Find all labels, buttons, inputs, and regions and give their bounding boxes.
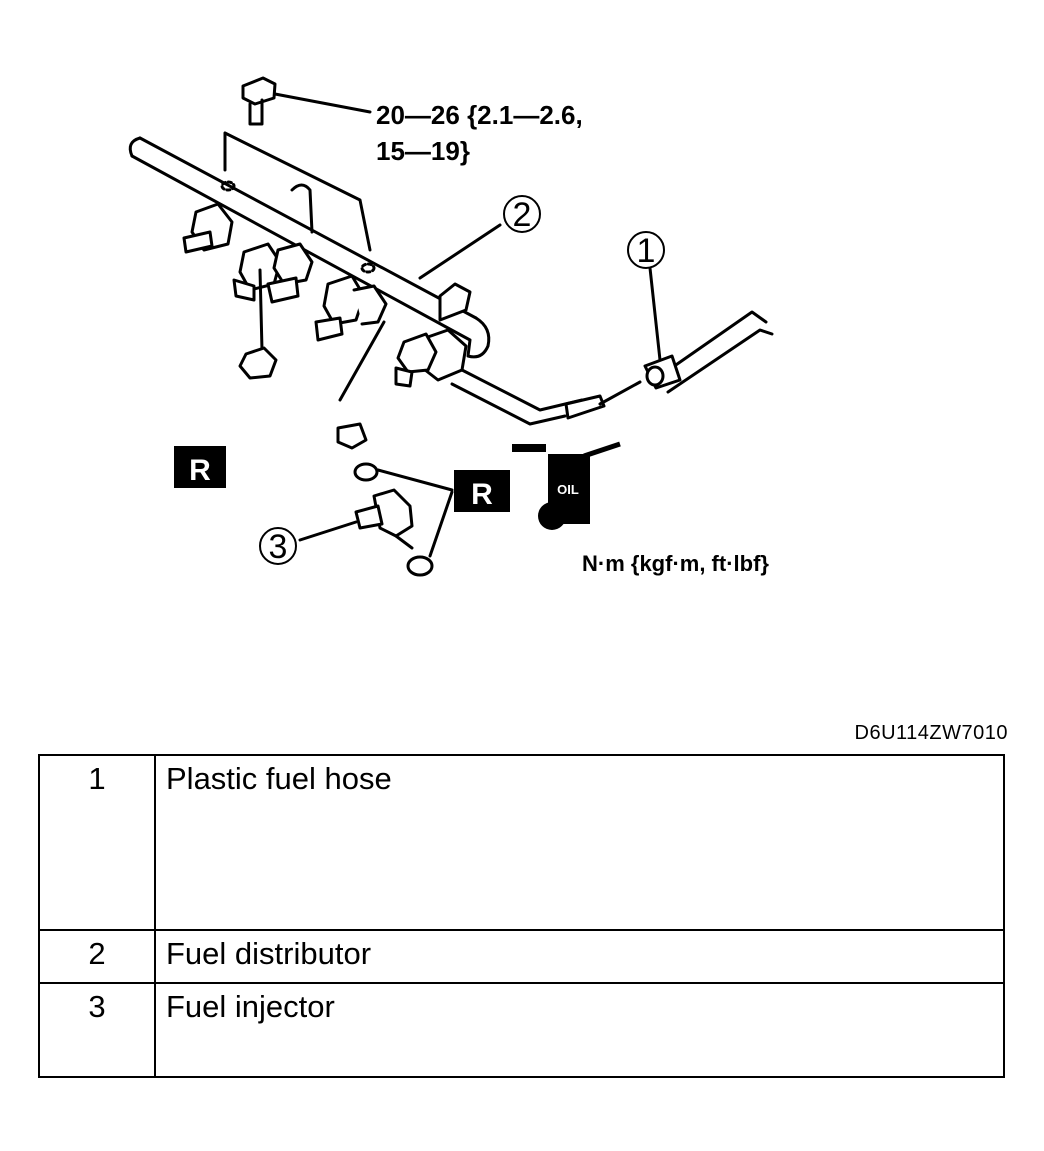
table-row: 2 Fuel distributor (38, 929, 1005, 984)
installed-injector-icon (182, 202, 234, 254)
callout-1: 1 (627, 231, 665, 270)
oil-can-icon: OIL (512, 441, 621, 530)
table-row: 1 Plastic fuel hose (38, 754, 1005, 931)
part-number: 2 (38, 929, 156, 984)
installed-injector-icon (232, 242, 282, 352)
callout-1-leader (648, 266, 662, 362)
svg-text:3: 3 (269, 528, 288, 566)
table-row: 3 Fuel injector (38, 982, 1005, 1078)
torque-spec-line1: 20—26 {2.1—2.6, (376, 100, 583, 130)
callout-2: 2 (503, 195, 541, 234)
installed-injector-icon (394, 332, 438, 388)
o-ring-icon (353, 462, 379, 482)
torque-units: N·m {kgf·m, ft·lbf} (582, 551, 769, 576)
figure-code: D6U114ZW7010 (854, 722, 1008, 744)
callout-3: 3 (259, 527, 297, 566)
svg-text:R: R (189, 454, 211, 487)
replace-badge: R (174, 446, 226, 488)
part-number: 3 (38, 982, 156, 1078)
svg-text:R: R (471, 478, 493, 511)
installed-injector-icon (314, 274, 388, 342)
svg-text:OIL: OIL (557, 482, 579, 497)
callout-3-leader (298, 520, 358, 542)
insulator-icon (238, 346, 278, 380)
installed-injector-icon (266, 242, 314, 304)
replace-badge: R (454, 470, 510, 512)
svg-text:1: 1 (637, 232, 656, 270)
part-name: Plastic fuel hose (154, 754, 1005, 931)
explode-line (338, 320, 386, 402)
o-ring-icon (406, 555, 434, 577)
part-name: Fuel distributor (154, 929, 1005, 984)
torque-leader-line (273, 92, 372, 114)
part-name: Fuel injector (154, 982, 1005, 1078)
callout-2-leader (418, 223, 502, 280)
injector-clip-icon (336, 422, 368, 450)
part-number: 1 (38, 754, 156, 931)
fuel-injector-icon (354, 488, 414, 550)
fuel-rail-diagram: 20—26 {2.1—2.6, 15—19} N·m {kgf·m, ft·lb… (128, 76, 774, 577)
plastic-fuel-hose-icon (598, 310, 774, 406)
parts-table: 1 Plastic fuel hose 2 Fuel distributor 3… (38, 754, 1005, 1078)
torque-spec-line2: 15—19} (376, 136, 470, 166)
bolt-icon (241, 76, 277, 126)
fuel-distributor-icon (128, 131, 606, 426)
svg-text:2: 2 (513, 196, 532, 234)
